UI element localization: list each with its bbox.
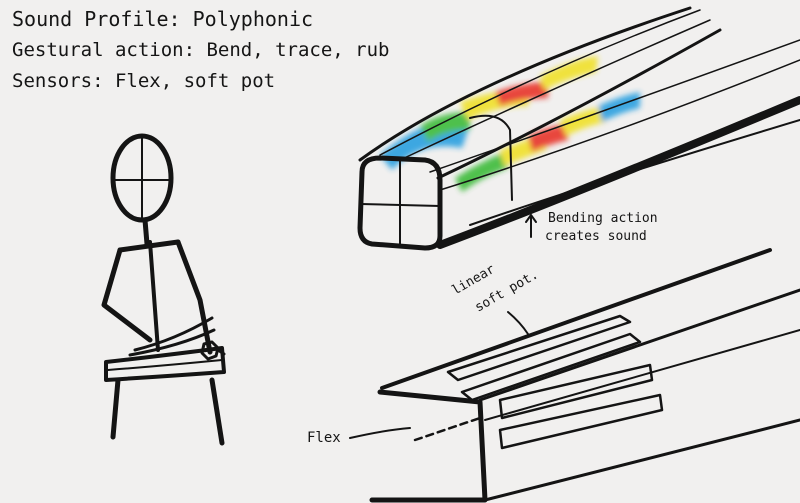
- swash-green-2: [455, 152, 508, 192]
- sensors-text: Sensors: Flex, soft pot: [12, 70, 275, 92]
- box-top-front-edge: [478, 288, 800, 402]
- soft-pot-strip-2: [460, 332, 642, 402]
- lap-instrument-bend: [128, 316, 216, 357]
- box-front-face: [369, 389, 488, 503]
- figure-left-arm: [101, 247, 153, 343]
- swash-blue-2: [598, 92, 640, 122]
- header-notes: Sound Profile: Polyphonic Gestural actio…: [12, 7, 390, 92]
- swash-yellow-4: [560, 106, 606, 136]
- box-top-back-edge: [380, 248, 772, 390]
- up-arrow-icon: [525, 214, 537, 238]
- bending-label-line2: creates sound: [545, 229, 647, 244]
- box-bottom-edge: [483, 418, 800, 502]
- top-right-edge: [436, 28, 722, 180]
- lap-instrument-edge: [107, 359, 223, 371]
- sound-profile-text: Sound Profile: Polyphonic: [12, 7, 313, 31]
- bending-label-line1: Bending action: [548, 211, 658, 226]
- swash-green-1: [420, 112, 470, 142]
- soft-pot-pointer: [507, 311, 529, 335]
- lap-instrument: [104, 316, 226, 382]
- swash-red-2: [528, 124, 568, 152]
- side-stripe-1: [429, 39, 800, 173]
- figure-right-leg: [209, 377, 225, 446]
- flex-label: Flex: [307, 430, 341, 446]
- segment-divider: [469, 114, 513, 201]
- stick-figure: [101, 133, 226, 446]
- lap-instrument-body: [104, 346, 226, 382]
- sensor-box: [369, 248, 800, 503]
- flex-pointer: [349, 427, 411, 439]
- box-side-edge-1: [484, 329, 800, 421]
- swash-yellow-2: [540, 56, 598, 90]
- bottom-edge: [436, 96, 800, 249]
- flex-sensor-dashed: [413, 416, 482, 442]
- figure-neck: [142, 217, 150, 247]
- soft-pot-strip-1: [446, 314, 632, 382]
- top-stripe-1: [379, 9, 701, 156]
- watercolor-swashes: [380, 56, 640, 192]
- figure-left-leg: [110, 377, 121, 440]
- side-stripe-2: [439, 59, 800, 191]
- gestural-action-text: Gestural action: Bend, trace, rub: [12, 39, 390, 61]
- top-left-edge: [358, 6, 692, 162]
- figure-spine: [148, 240, 160, 352]
- bendable-instrument: [357, 6, 800, 251]
- bending-annotation: Bending action creates sound: [525, 211, 658, 244]
- side-slot-2: [498, 393, 664, 450]
- end-cap: [357, 155, 443, 251]
- top-stripe-2: [399, 19, 711, 161]
- swash-red-1: [495, 82, 548, 106]
- side-slot-1: [498, 363, 654, 420]
- end-cap-horizontal: [360, 203, 441, 207]
- bottom-inner-line: [469, 119, 800, 226]
